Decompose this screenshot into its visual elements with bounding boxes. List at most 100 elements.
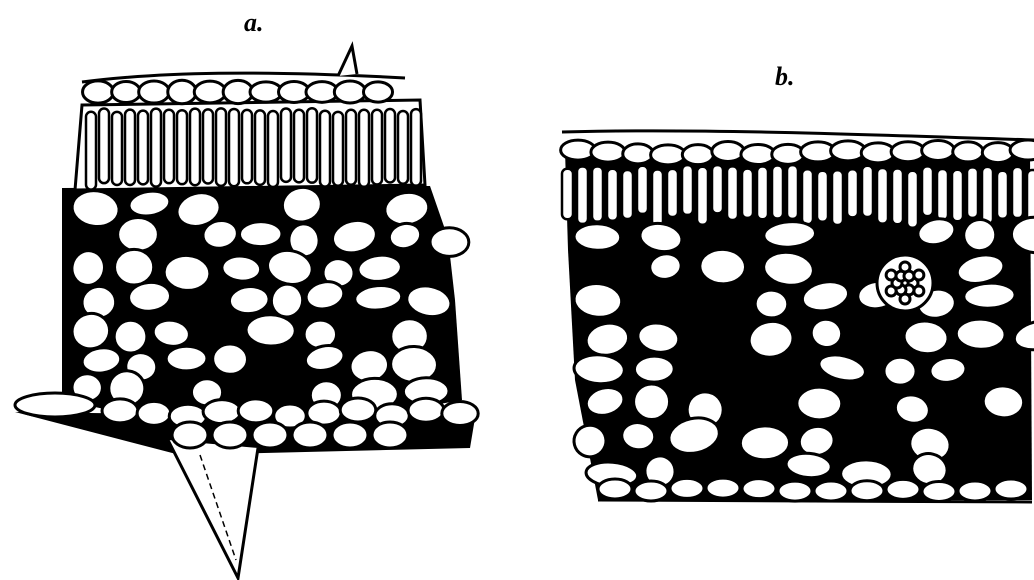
spongy-cell: [956, 318, 1006, 350]
lower-epidermis-cell: [332, 422, 368, 448]
panel-b-leaf-section: [561, 131, 1034, 502]
palisade-cell: [242, 110, 252, 183]
spongy-cell: [246, 314, 296, 347]
palisade-cell: [112, 112, 122, 185]
lower-epidermis-cell: [292, 422, 328, 448]
lower-epidermis-cell: [340, 398, 376, 422]
lower-epidermis-cell: [850, 481, 884, 501]
palisade-cell: [1012, 167, 1023, 218]
palisade-cell: [268, 111, 278, 187]
epidermis-cell: [168, 80, 196, 104]
palisade-cell: [320, 111, 330, 187]
spongy-cell: [699, 248, 746, 284]
palisade-cell: [892, 168, 903, 224]
palisade-cell: [757, 167, 768, 220]
lower-epidermis-cell: [778, 481, 812, 501]
lower-epidermis-cell: [994, 479, 1028, 499]
spongy-cell: [166, 346, 207, 371]
spongy-cell: [755, 290, 788, 319]
palisade-cell: [802, 169, 813, 224]
epidermis-cell: [83, 81, 114, 103]
epidermis-cell: [223, 80, 253, 103]
palisade-cell: [967, 167, 978, 217]
palisade-cell: [229, 109, 239, 186]
palisade-cell: [151, 109, 161, 187]
palisade-cell: [772, 166, 783, 219]
palisade-cell: [398, 111, 408, 184]
spongy-cell: [634, 356, 674, 383]
panel-a-lower-trichome: [168, 440, 258, 578]
palisade-cell: [138, 111, 148, 185]
palisade-cell: [952, 170, 963, 221]
epidermis-cell: [1010, 140, 1034, 160]
palisade-cell: [937, 169, 948, 220]
lower-epidermis-cell: [238, 399, 274, 423]
epidermis-cell: [922, 140, 955, 160]
spongy-cell: [239, 221, 282, 247]
palisade-cell: [203, 109, 213, 183]
palisade-cell: [682, 165, 693, 215]
palisade-cell: [622, 170, 633, 219]
palisade-cell: [164, 110, 174, 183]
spongy-cell: [884, 357, 917, 386]
lower-epidermis-cell: [212, 422, 248, 448]
lower-epidermis-cell: [814, 481, 848, 501]
palisade-cell: [577, 166, 588, 223]
palisade-cell: [411, 109, 421, 186]
lower-epidermis-cell: [15, 393, 95, 417]
epidermis-cell: [772, 144, 804, 164]
palisade-cell: [727, 166, 738, 220]
spongy-cell: [963, 282, 1015, 309]
lower-epidermis-cell: [372, 422, 408, 448]
spongy-cell: [118, 217, 159, 251]
spongy-cell: [633, 384, 669, 420]
lower-epidermis-cell: [102, 399, 138, 423]
palisade-cell: [372, 110, 382, 185]
palisade-cell: [346, 110, 356, 185]
spongy-cell: [430, 228, 469, 257]
palisade-cell: [99, 108, 109, 183]
palisade-cell: [359, 110, 369, 187]
palisade-cell: [667, 169, 678, 217]
palisade-cell: [86, 112, 96, 190]
panel-b-upper-cuticle: [562, 131, 1034, 140]
epidermis-cell: [194, 81, 226, 103]
palisade-cell: [982, 167, 993, 224]
epidermis-cell: [591, 142, 625, 162]
spongy-cell: [797, 387, 842, 420]
palisade-cell: [177, 110, 187, 184]
lower-epidermis-cell: [442, 402, 478, 426]
panel-a-leaf-section: [15, 46, 478, 578]
palisade-cell: [922, 166, 933, 216]
palisade-cell: [847, 169, 858, 217]
lower-epidermis-cell: [742, 479, 776, 499]
epidermis-cell: [139, 81, 170, 103]
lower-epidermis-cell: [706, 478, 740, 498]
palisade-cell: [907, 171, 918, 228]
lower-epidermis-cell: [958, 481, 992, 501]
lower-epidermis-cell: [886, 479, 920, 499]
palisade-cell: [652, 169, 663, 226]
palisade-cell: [877, 168, 888, 224]
lower-epidermis-cell: [922, 482, 956, 502]
lower-epidermis-cell: [634, 481, 668, 501]
palisade-cell: [125, 110, 135, 185]
palisade-cell: [307, 108, 317, 182]
palisade-cell: [333, 112, 343, 186]
palisade-cell: [832, 170, 843, 225]
palisade-cell: [294, 110, 304, 183]
spongy-cell: [740, 425, 790, 460]
epidermis-cell: [953, 142, 984, 162]
palisade-cell: [255, 110, 265, 184]
spongy-cell: [982, 384, 1025, 419]
lower-epidermis-cell: [203, 400, 241, 424]
lower-epidermis-cell: [670, 478, 704, 498]
palisade-cell: [216, 108, 226, 186]
panel-b-upper-epidermis-cells: [561, 140, 1034, 165]
spongy-cell: [212, 343, 248, 375]
lower-epidermis-cell: [172, 422, 208, 448]
palisade-cell: [697, 167, 708, 225]
epidermis-cell: [334, 81, 365, 103]
palisade-cell: [637, 166, 648, 214]
